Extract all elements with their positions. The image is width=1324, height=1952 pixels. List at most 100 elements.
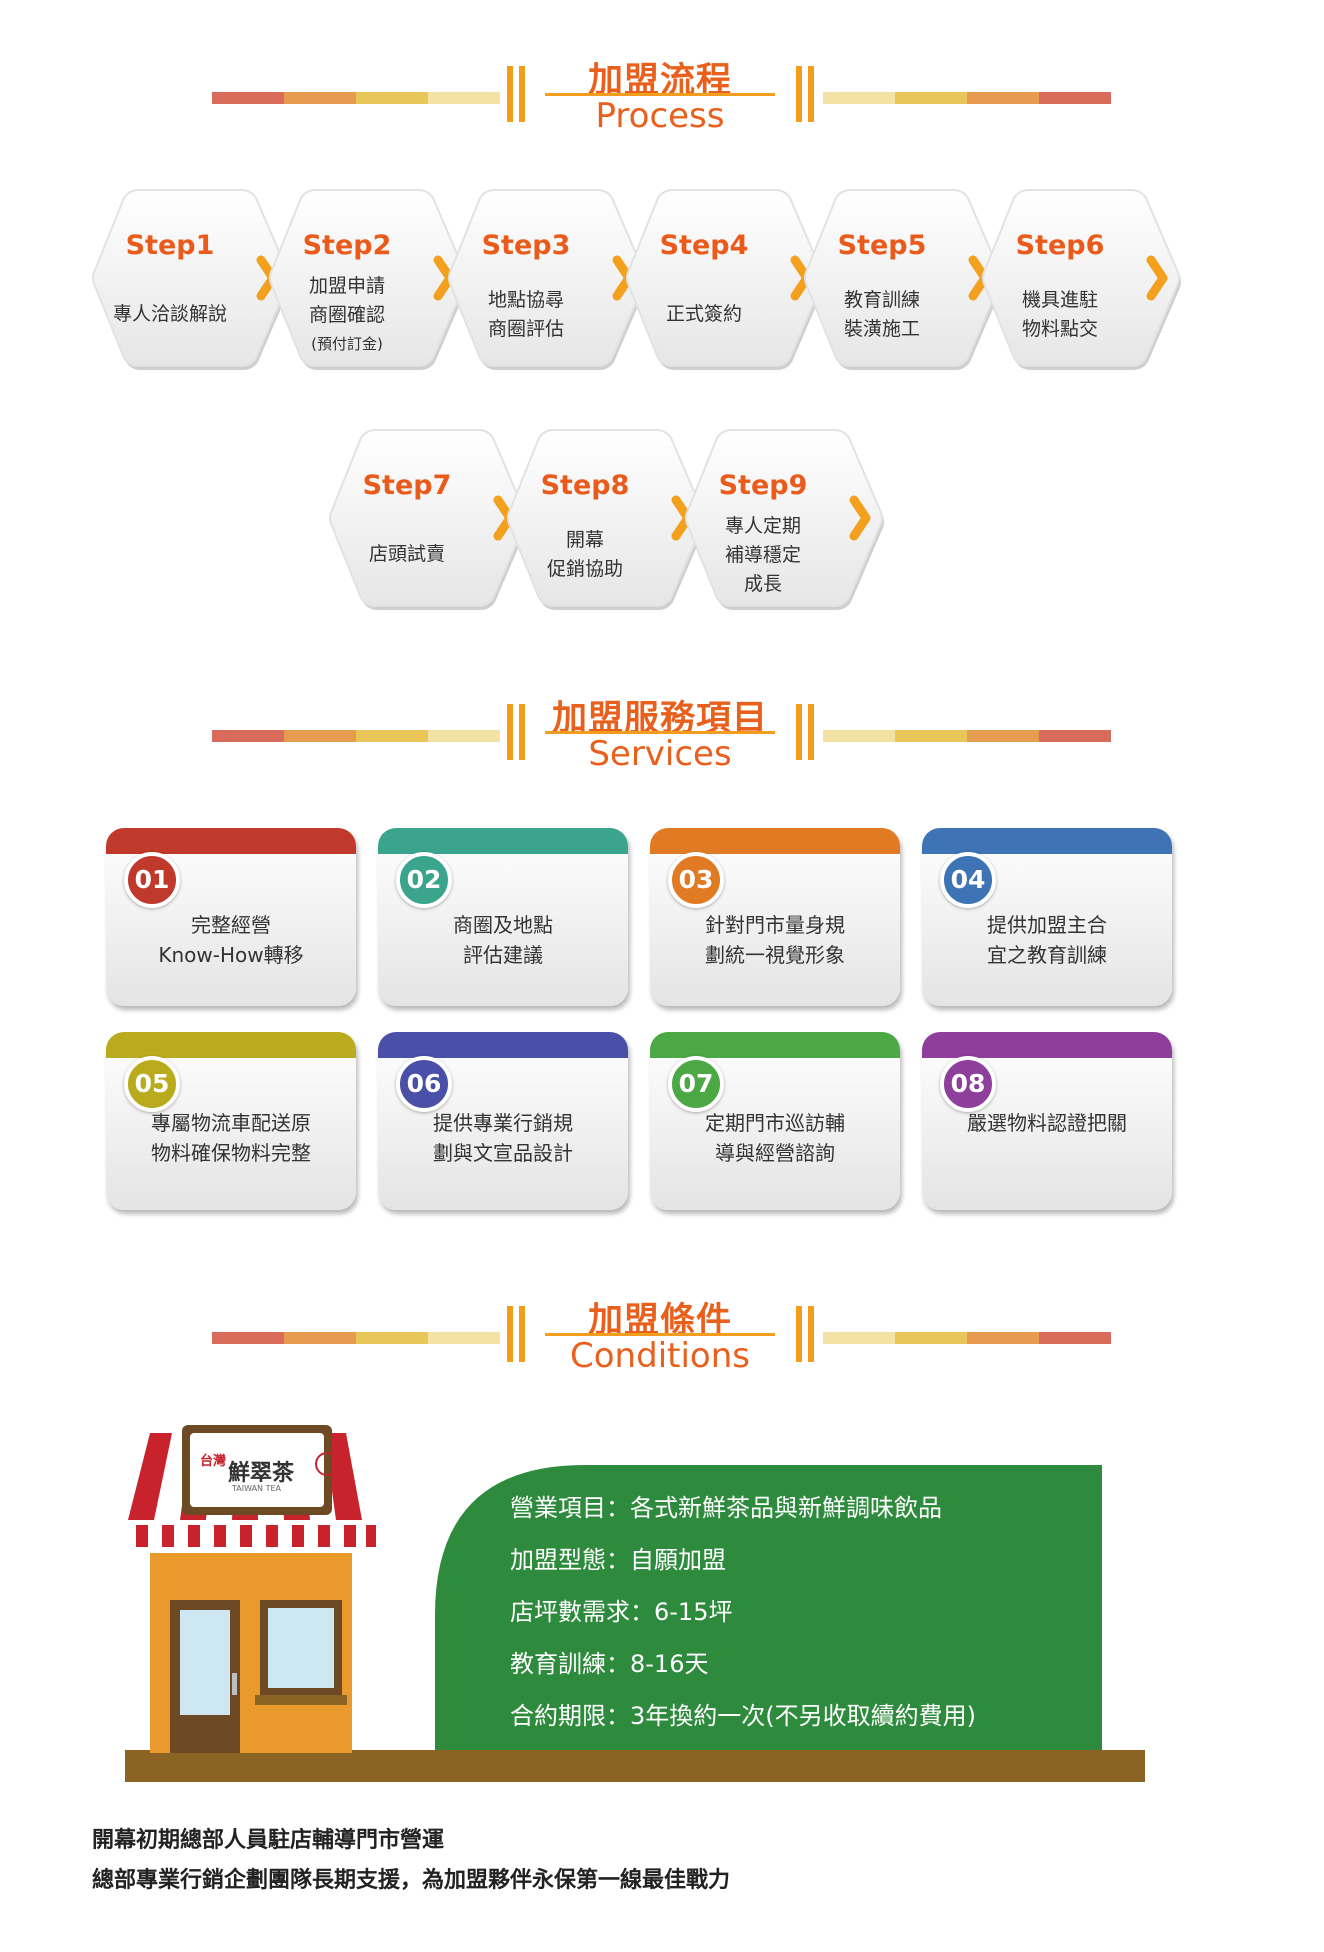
hexagon-shape [269, 189, 468, 370]
process-step: Step8 開幕促銷協助 [500, 420, 706, 620]
service-line: 針對門市量身規 [705, 913, 845, 937]
deco-bar [284, 1332, 356, 1344]
step-line: 補導穩定 [724, 544, 801, 566]
step-line: 物料點交 [1021, 318, 1098, 340]
service-text: 定期門市巡訪輔導與經營諮詢 [650, 1108, 900, 1168]
process-step: Step1 專人洽談解說 [85, 180, 291, 380]
deco-bar [895, 1332, 967, 1344]
deco-vbar [796, 704, 802, 760]
hexagon-shape [329, 429, 528, 610]
section-title-en: Conditions [570, 1336, 750, 1376]
step-label: Step1 [125, 230, 215, 261]
hexagon-shape [92, 189, 291, 370]
section-title-en: Services [588, 734, 732, 774]
service-line: 提供專業行銷規 [433, 1111, 573, 1135]
hexagon-shape [982, 189, 1181, 370]
step-label: Step5 [837, 230, 927, 261]
step-label: Step6 [1015, 230, 1105, 261]
service-number-badge: 06 [396, 1056, 452, 1112]
step-line: 地點協尋 [487, 289, 564, 311]
step-line: 加盟申請 [308, 275, 385, 297]
hexagon-shape [804, 189, 1003, 370]
deco-vbar [519, 704, 525, 760]
sign-small-text: 台灣 [200, 1454, 227, 1469]
service-line: 宜之教育訓練 [987, 943, 1107, 967]
step-label: Step8 [540, 470, 630, 501]
chevron-right-icon [849, 495, 871, 541]
section-title-en: Process [595, 96, 725, 136]
step-description: 教育訓練裝潢施工 [797, 286, 967, 344]
step-line: 成長 [743, 573, 782, 595]
deco-bar [428, 1332, 500, 1344]
step-label: Step3 [481, 230, 571, 261]
deco-vbar [808, 1306, 814, 1362]
step-line: 開幕 [565, 529, 604, 551]
service-text: 提供專業行銷規劃與文宣品設計 [378, 1108, 628, 1168]
deco-vbar [507, 1306, 513, 1362]
step-line: 裝潢施工 [843, 318, 920, 340]
step-description: 正式簽約 [619, 300, 789, 329]
service-line: 嚴選物料認證把關 [967, 1111, 1127, 1135]
sign-logo-icon [315, 1452, 339, 1476]
deco-bar [895, 730, 967, 742]
condition-item: 營業項目：各式新鮮茶品與新鮮調味飲品 [510, 1494, 942, 1522]
step-line: 專人定期 [724, 515, 801, 537]
service-number-badge: 08 [940, 1056, 996, 1112]
hexagon-shape [448, 189, 647, 370]
card-top-band [378, 828, 628, 854]
title-divider [545, 1333, 775, 1336]
green-panel [435, 1465, 1102, 1750]
step-description: 機具進駐物料點交 [975, 286, 1145, 344]
step-line: 教育訓練 [843, 289, 920, 311]
deco-vbar [808, 704, 814, 760]
step-line: 專人洽談解說 [112, 303, 227, 325]
service-text: 針對門市量身規劃統一視覺形象 [650, 910, 900, 970]
ground-strip [125, 1750, 1145, 1782]
service-number-badge: 04 [940, 852, 996, 908]
process-step: Step6 機具進駐物料點交 [975, 180, 1181, 380]
step-label: Step2 [302, 230, 392, 261]
service-line: 商圈及地點 [453, 913, 553, 937]
service-number-badge: 01 [124, 852, 180, 908]
condition-item: 加盟型態：自願加盟 [510, 1546, 726, 1574]
deco-bar [356, 730, 428, 742]
service-line: 物料確保物料完整 [151, 1141, 311, 1165]
deco-bar [823, 1332, 895, 1344]
card-top-band [922, 1032, 1172, 1058]
step-description: 專人洽談解說 [85, 300, 255, 329]
condition-item: 店坪數需求：6-15坪 [510, 1598, 733, 1626]
service-line: 導與經營諮詢 [715, 1141, 835, 1165]
title-divider [545, 731, 775, 734]
window-glass [268, 1608, 334, 1688]
service-text: 商圈及地點評估建議 [378, 910, 628, 970]
deco-bar [1039, 730, 1111, 742]
deco-bar [967, 92, 1039, 104]
deco-bar [823, 92, 895, 104]
step-line: 促銷協助 [546, 558, 623, 580]
deco-bar [284, 730, 356, 742]
step-line: 商圈評估 [487, 318, 564, 340]
service-line: 評估建議 [463, 943, 543, 967]
title-divider [545, 93, 775, 96]
hexagon-shape [507, 429, 706, 610]
process-section-header: 加盟流程 Process [0, 52, 1324, 172]
service-line: 劃統一視覺形象 [705, 943, 845, 967]
card-top-band [378, 1032, 628, 1058]
deco-vbar [507, 704, 513, 760]
step-description: 地點協尋商圈評估 [441, 286, 611, 344]
deco-bar [356, 1332, 428, 1344]
card-top-band [650, 828, 900, 854]
door-glass [180, 1610, 230, 1715]
service-line: Know-How轉移 [158, 943, 304, 967]
deco-vbar [796, 1306, 802, 1362]
sign-face [190, 1433, 324, 1507]
deco-bar [1039, 1332, 1111, 1344]
